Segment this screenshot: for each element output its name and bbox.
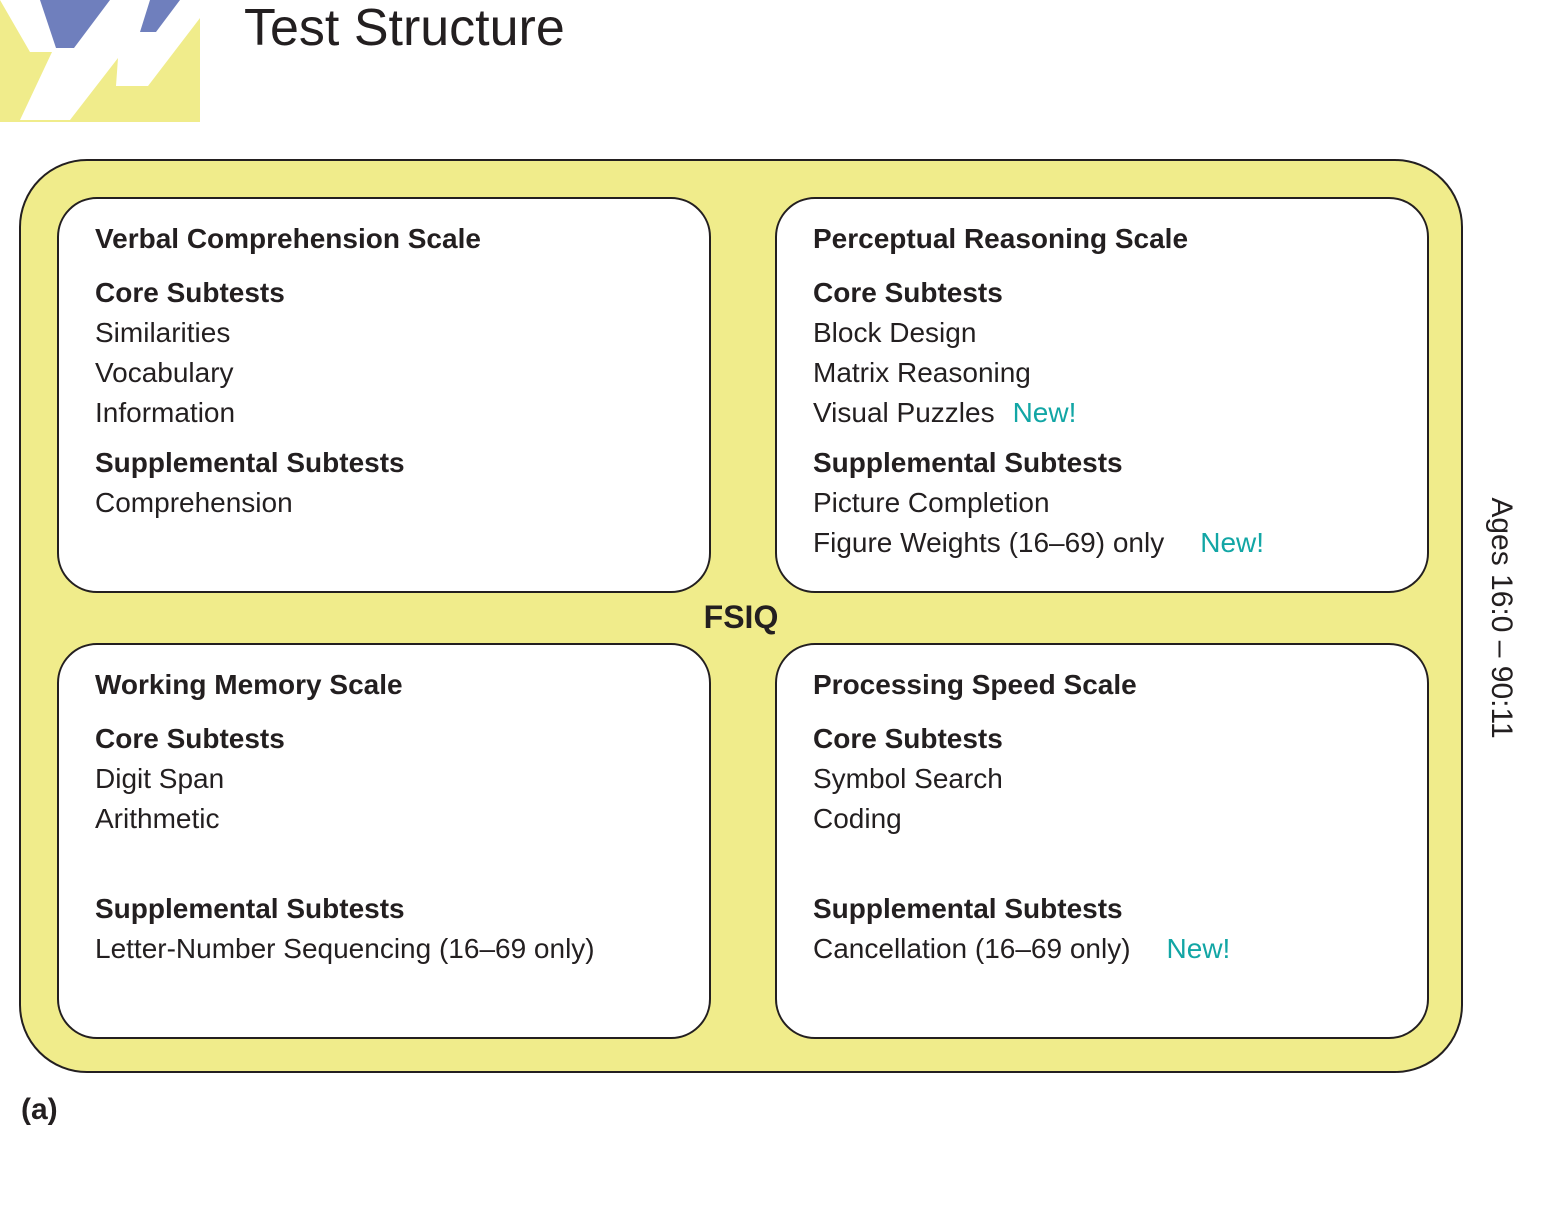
core-subtests-group: Core Subtests Symbol Search Coding bbox=[813, 719, 1427, 879]
subtest-item: Arithmetic bbox=[95, 803, 220, 834]
new-badge: New! bbox=[1200, 527, 1265, 558]
core-subtests-heading: Core Subtests bbox=[95, 723, 285, 754]
subtest-item: Block Design bbox=[813, 317, 977, 348]
scale-title: Working Memory Scale bbox=[95, 669, 403, 700]
logo-blue-stroke-right bbox=[140, 0, 180, 32]
core-subtests-heading: Core Subtests bbox=[813, 277, 1003, 308]
subtest-item: Picture Completion bbox=[813, 487, 1050, 518]
processing-speed-panel: Processing Speed Scale Core Subtests Sym… bbox=[775, 643, 1429, 1039]
supplemental-subtests-heading: Supplemental Subtests bbox=[95, 447, 405, 478]
subtest-item-row: Figure Weights (16–69) only New! bbox=[813, 523, 1427, 563]
subtest-item: Similarities bbox=[95, 317, 231, 348]
subtest-item: Comprehension bbox=[95, 487, 293, 518]
spacer bbox=[813, 839, 1427, 879]
subtest-item-row: Visual Puzzles New! bbox=[813, 393, 1427, 433]
perceptual-reasoning-panel: Perceptual Reasoning Scale Core Subtests… bbox=[775, 197, 1429, 593]
subtest-item: Cancellation (16–69 only) bbox=[813, 933, 1131, 964]
working-memory-panel: Working Memory Scale Core Subtests Digit… bbox=[57, 643, 711, 1039]
supplemental-subtests-heading: Supplemental Subtests bbox=[95, 893, 405, 924]
spacer bbox=[95, 839, 709, 879]
supplemental-subtests-group: Supplemental Subtests Comprehension bbox=[95, 443, 709, 523]
page-title: Test Structure bbox=[244, 0, 565, 57]
subtest-item: Information bbox=[95, 397, 236, 428]
new-badge: New! bbox=[1166, 933, 1231, 964]
subtest-item: Letter-Number Sequencing (16–69 only) bbox=[95, 933, 595, 964]
supplemental-subtests-group: Supplemental Subtests Cancellation (16–6… bbox=[813, 889, 1427, 969]
supplemental-subtests-group: Supplemental Subtests Letter-Number Sequ… bbox=[95, 889, 709, 969]
core-subtests-group: Core Subtests Similarities Vocabulary In… bbox=[95, 273, 709, 433]
subtest-item: Coding bbox=[813, 803, 902, 834]
subtest-item: Visual Puzzles bbox=[813, 397, 995, 428]
fsiq-label: FSIQ bbox=[703, 599, 779, 635]
subtest-item-row: Cancellation (16–69 only) New! bbox=[813, 929, 1427, 969]
logo-blue-stroke-left bbox=[40, 0, 110, 48]
subtest-item: Matrix Reasoning bbox=[813, 357, 1031, 388]
scale-title: Verbal Comprehension Scale bbox=[95, 223, 481, 254]
subtest-item: Digit Span bbox=[95, 763, 225, 794]
subtest-item: Vocabulary bbox=[95, 357, 234, 388]
core-subtests-group: Core Subtests Block Design Matrix Reason… bbox=[813, 273, 1427, 433]
logo-graphic bbox=[0, 0, 200, 122]
new-badge: New! bbox=[1012, 397, 1077, 428]
age-range-label: Ages 16:0 – 90:11 bbox=[1485, 497, 1518, 739]
scale-title: Processing Speed Scale bbox=[813, 669, 1137, 700]
core-subtests-heading: Core Subtests bbox=[95, 277, 285, 308]
subtest-item: Symbol Search bbox=[813, 763, 1003, 794]
supplemental-subtests-heading: Supplemental Subtests bbox=[813, 447, 1123, 478]
supplemental-subtests-group: Supplemental Subtests Picture Completion… bbox=[813, 443, 1427, 563]
core-subtests-group: Core Subtests Digit Span Arithmetic bbox=[95, 719, 709, 879]
scale-title: Perceptual Reasoning Scale bbox=[813, 223, 1189, 254]
supplemental-subtests-heading: Supplemental Subtests bbox=[813, 893, 1123, 924]
subtest-item: Figure Weights (16–69) only bbox=[813, 527, 1165, 558]
figure-label: (a) bbox=[21, 1093, 58, 1126]
core-subtests-heading: Core Subtests bbox=[813, 723, 1003, 754]
verbal-comprehension-panel: Verbal Comprehension Scale Core Subtests… bbox=[57, 197, 711, 593]
